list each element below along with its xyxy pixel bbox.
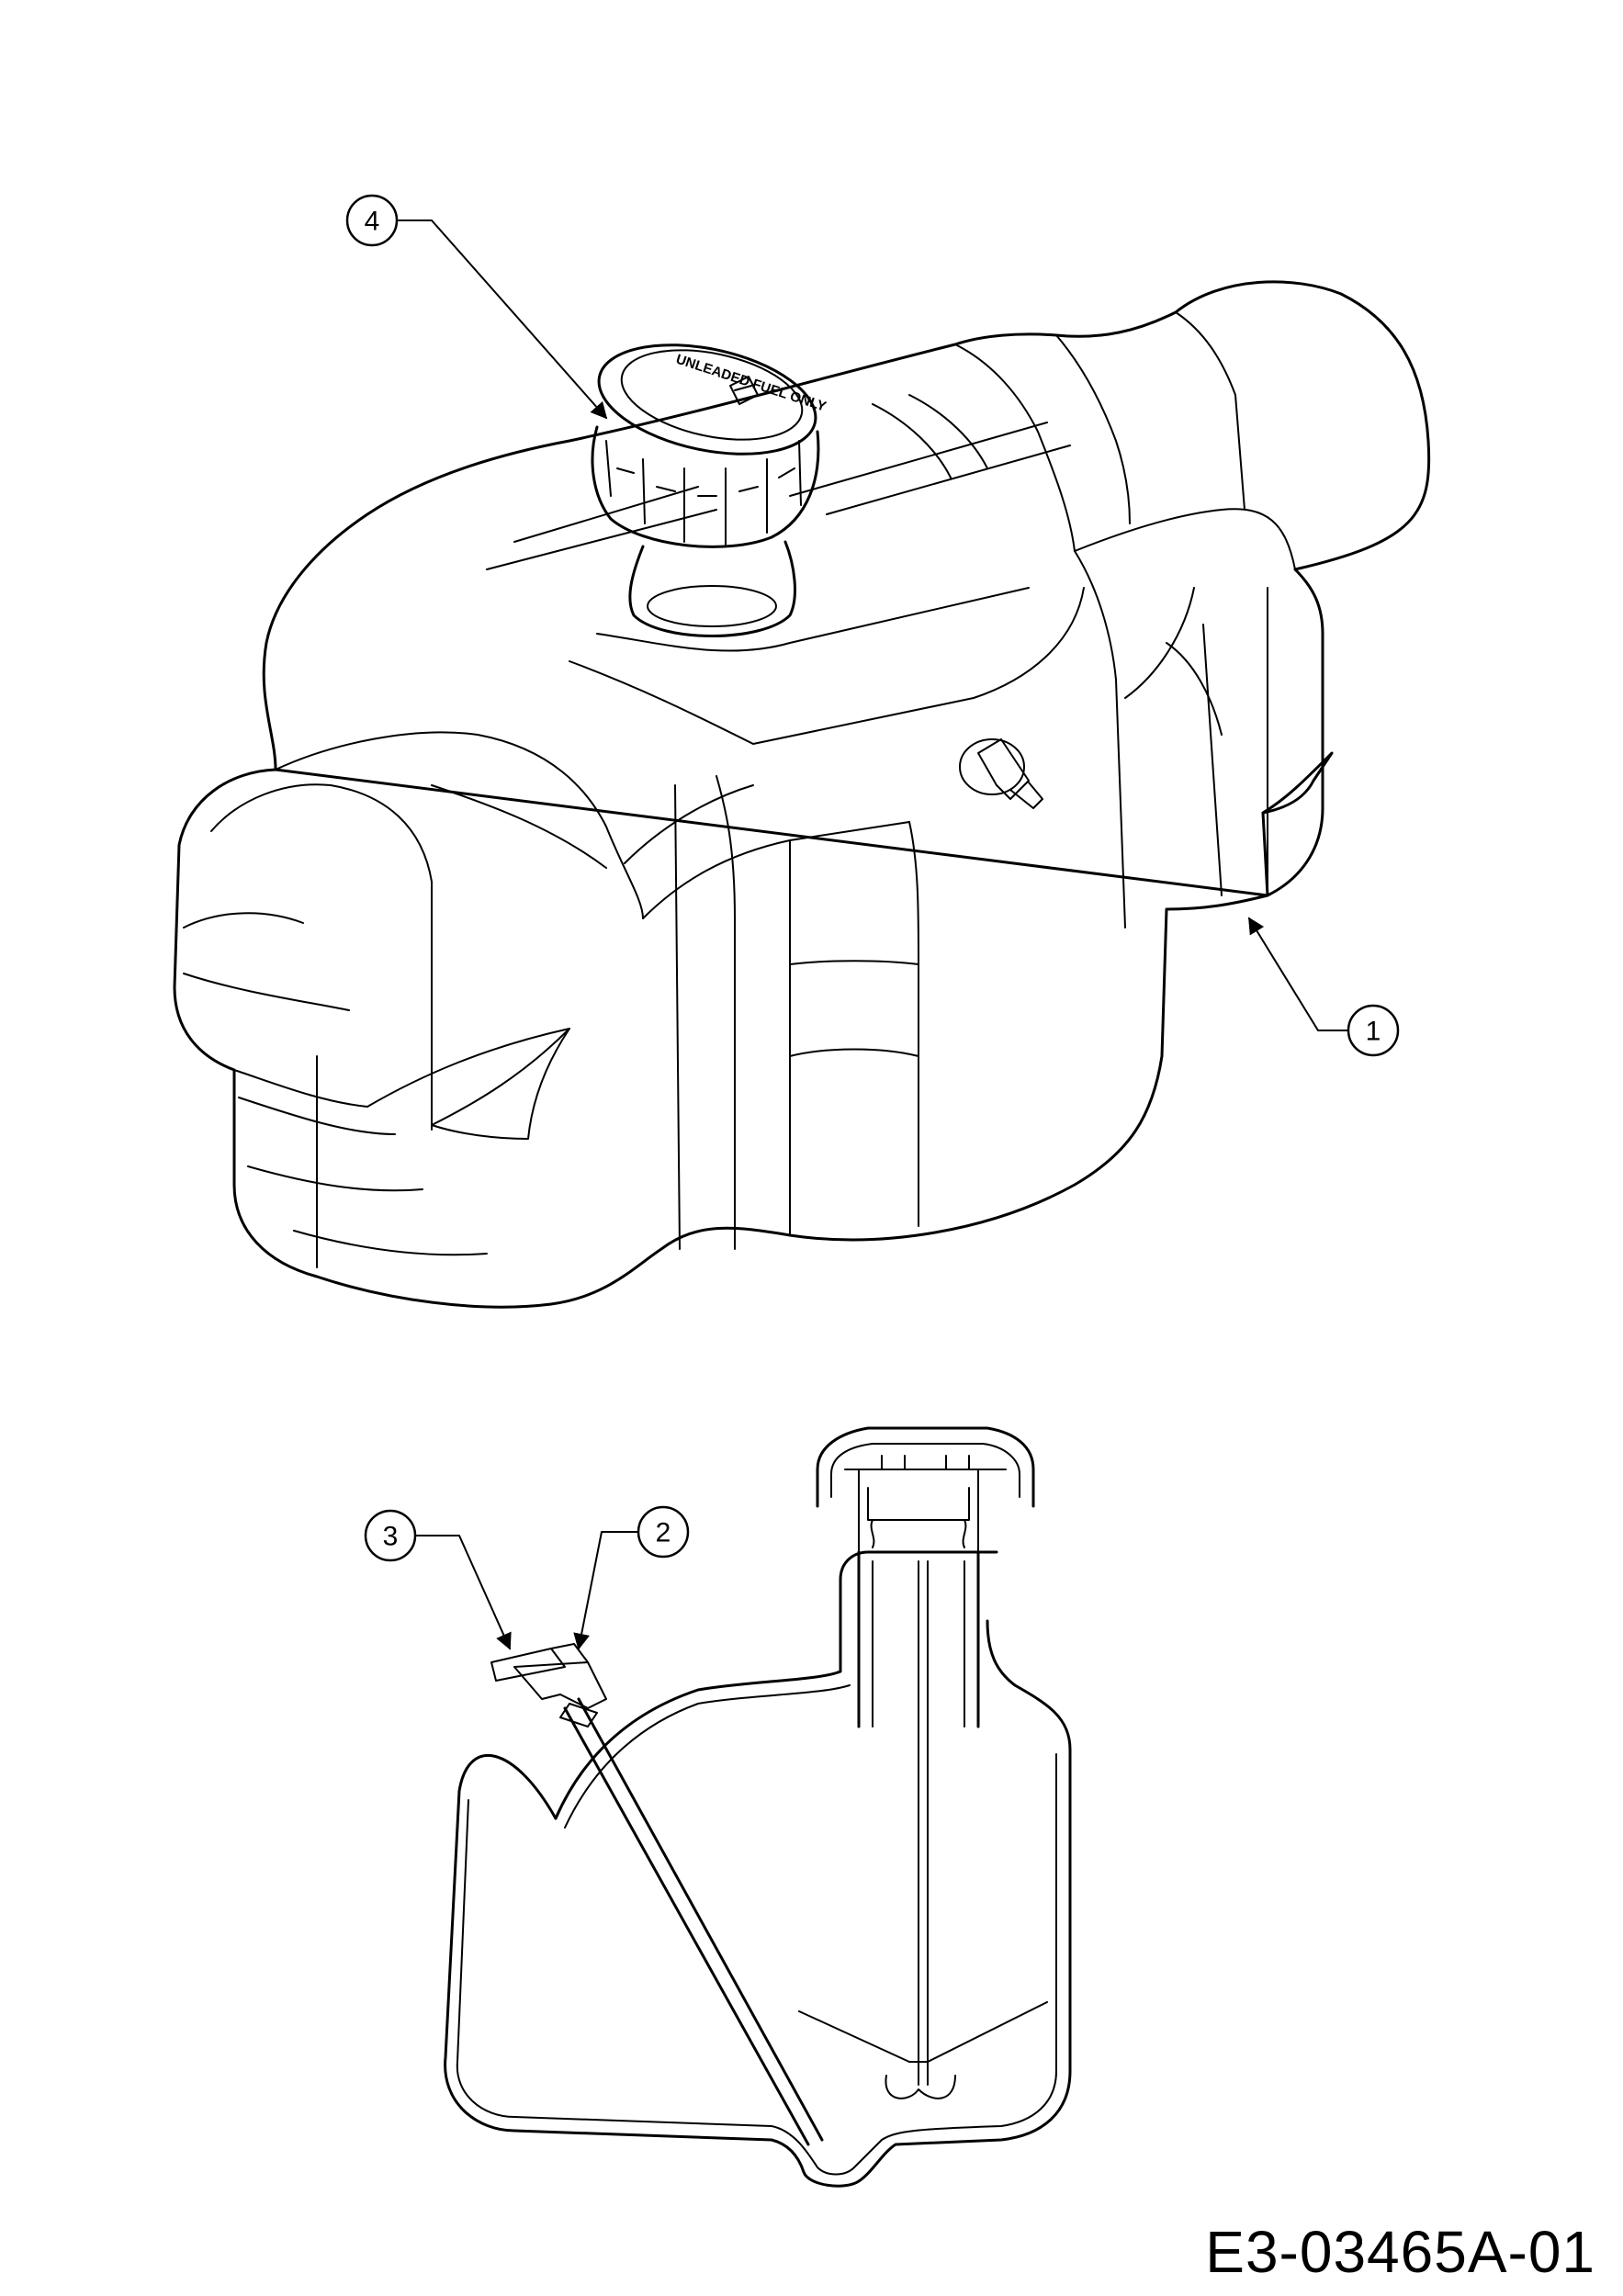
fuel-cap: UNLEADED FUEL ONLY [591,343,828,548]
callout-2: 2 [573,1505,690,1650]
callout-3: 3 [364,1509,512,1650]
callout-4: 4 [345,194,608,420]
callout-1-label: 1 [1366,1017,1381,1047]
drawing-number: E3-03465A-01 [1205,2219,1595,2285]
callout-4-label: 4 [365,207,380,237]
callout-3-label: 3 [383,1522,399,1552]
tank-cross-section [444,1426,1072,2188]
callout-1: 1 [1248,917,1400,1057]
fuel-tank: UNLEADED FUEL ONLY [173,280,1431,1309]
callout-2-label: 2 [656,1518,671,1548]
vent-fitting [959,738,1043,809]
